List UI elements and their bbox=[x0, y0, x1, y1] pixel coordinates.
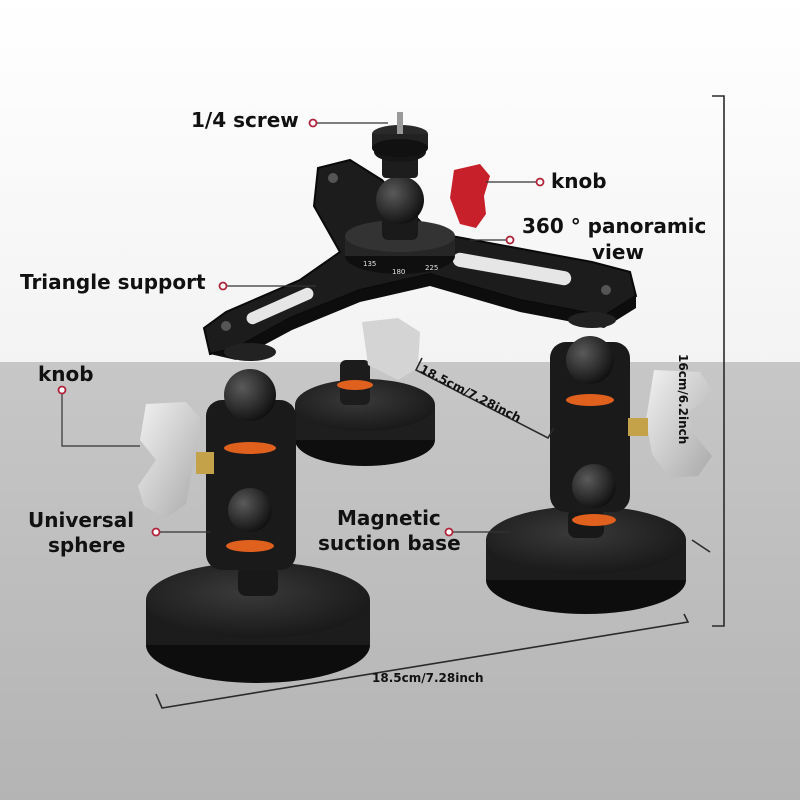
back-leg bbox=[295, 318, 435, 466]
panoramic-ball-head: 135 180 225 bbox=[345, 112, 490, 276]
label-universal-line2: sphere bbox=[48, 533, 126, 557]
label-magnetic-line1: Magnetic bbox=[337, 506, 441, 530]
label-quarter-inch-screw: 1/4 screw bbox=[191, 108, 299, 132]
silver-knob-right bbox=[646, 370, 712, 478]
dimension-lines bbox=[155, 95, 725, 709]
dial-tick-180: 180 bbox=[392, 268, 405, 276]
dial-tick-225: 225 bbox=[425, 264, 438, 272]
dimension-height: 16cm/6.2inch bbox=[676, 354, 690, 445]
label-knob-left: knob bbox=[38, 362, 94, 386]
label-universal-line1: Universal bbox=[28, 508, 135, 532]
silver-knob-left bbox=[138, 402, 200, 518]
dimension-width: 18.5cm/7.28inch bbox=[372, 671, 484, 685]
red-locking-knob bbox=[450, 164, 490, 228]
label-panoramic-line1: 360 ° panoramic bbox=[522, 214, 707, 238]
dial-tick-135: 135 bbox=[363, 260, 376, 268]
callout-dots bbox=[57, 118, 545, 537]
quarter-inch-screw bbox=[397, 112, 403, 134]
callout-lines bbox=[61, 122, 540, 533]
left-leg bbox=[138, 343, 370, 683]
right-leg bbox=[486, 312, 712, 614]
label-triangle-support: Triangle support bbox=[20, 270, 206, 294]
label-panoramic-line2: view bbox=[592, 240, 644, 264]
label-magnetic-line2: suction base bbox=[318, 531, 461, 555]
label-knob-top: knob bbox=[551, 169, 607, 193]
